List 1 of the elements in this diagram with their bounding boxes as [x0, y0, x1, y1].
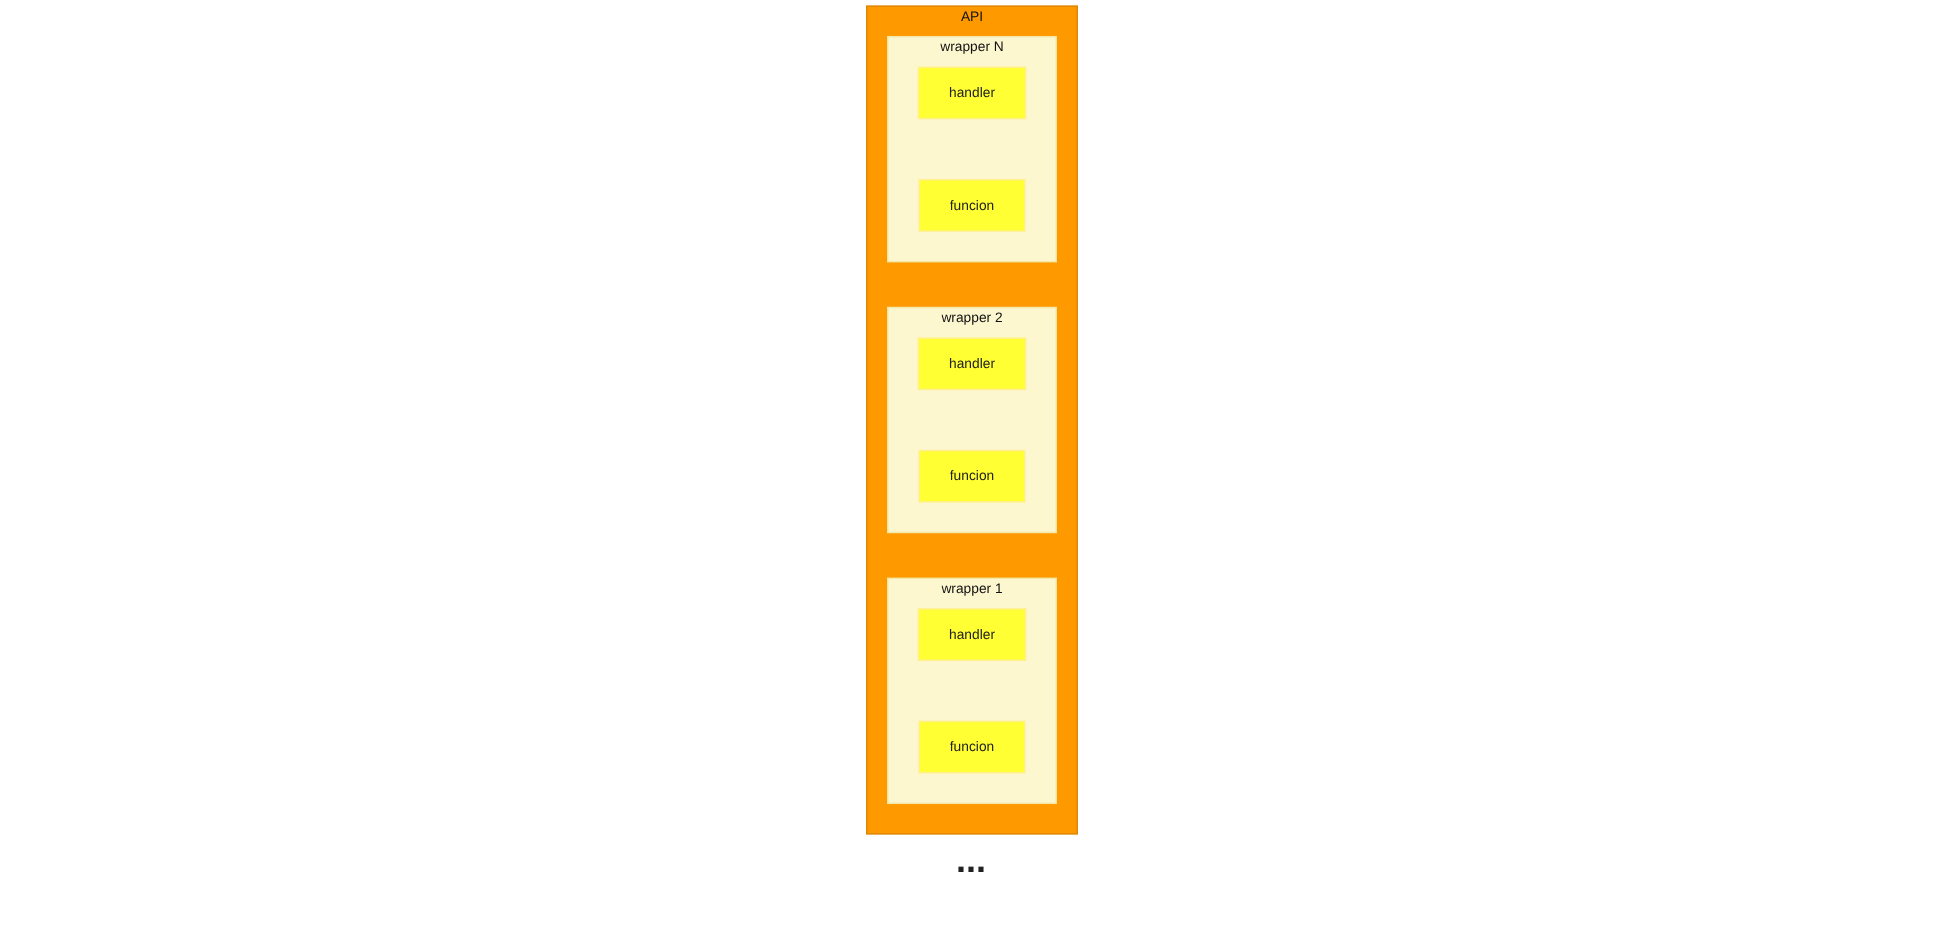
ellipsis-text: ...	[955, 840, 986, 880]
